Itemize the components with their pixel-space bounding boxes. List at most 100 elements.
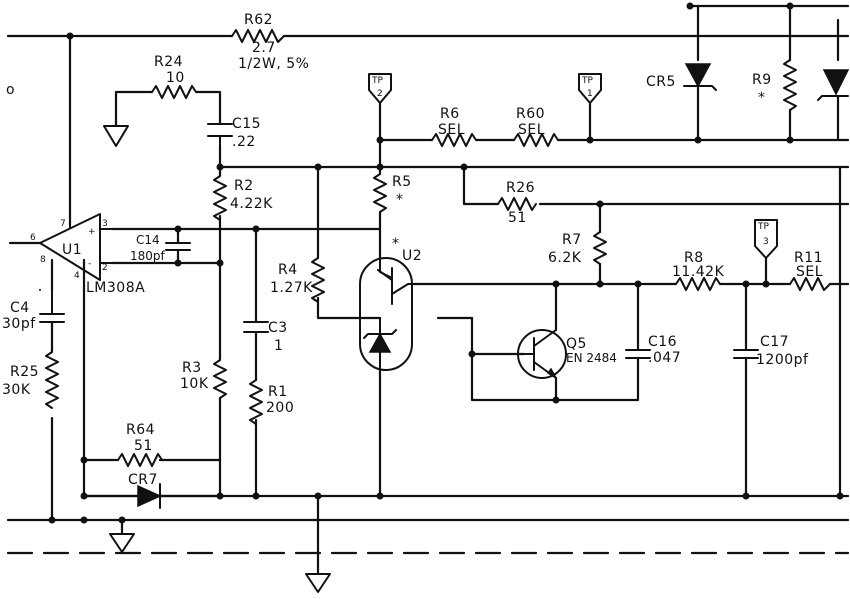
r26-ref: R26 [506,180,535,196]
r3-value: 10K [180,376,209,392]
r8-value: 11.42K [672,264,725,280]
r3-ref: R3 [182,360,202,376]
capacitor-c3 [243,321,269,333]
resistor-r8 [675,277,721,291]
testpoint-tp3 [754,219,778,259]
resistor-r3 [213,359,227,399]
r2-value: 4.22K [230,196,273,212]
r11-ref: R11 [794,250,823,266]
r64-value: 51 [134,438,153,454]
junction-dots [48,2,844,524]
r60-ref: R60 [516,106,545,122]
c3-value: 1 [274,338,283,354]
ground-bottom-center [305,573,331,593]
c15-ref: C15 [232,116,261,132]
u1-plus: + [88,227,96,237]
resistor-r5 [373,173,387,213]
labels: o R62 2.7 1/2W, 5% R24 10 C15 .22 R2 4.2… [2,12,823,488]
c3-ref: C3 [268,320,288,336]
u1-part: LM308A [86,280,145,296]
r8-ref: R8 [684,250,704,266]
c16-value: .047 [648,350,681,366]
r24-value: 10 [166,70,185,86]
resistor-r9 [783,59,797,111]
r25-value: 30K [2,382,31,398]
capacitor-c16 [625,349,651,359]
capacitor-c17 [733,349,759,359]
resistor-r26 [497,197,537,211]
ground-r24 [103,125,129,147]
c14-value: 180pf [130,249,166,263]
c15-value: .22 [232,134,256,150]
resistor-r7 [593,231,607,265]
resistor-r11 [789,277,831,291]
r9-ref: R9 [752,72,772,88]
resistor-r1 [249,379,263,425]
c4-ref: C4 [10,300,30,316]
diode-cr5 [683,63,717,91]
c17-ref: C17 [760,334,789,350]
r1-value: 200 [266,400,294,416]
cr5-ref: CR5 [646,74,676,90]
u1-minus: - [88,259,91,269]
resistor-r60 [513,133,559,147]
c14-ref: C14 [136,233,160,247]
tp3-num: 3 [763,237,769,247]
r62-value: 2.7 [252,40,276,56]
diode-cr-partial [817,69,850,101]
capacitor-c4 [39,289,65,323]
tp2-num: 2 [377,89,383,99]
u1-pin-2: 2 [102,263,108,273]
capacitor-c14 [165,242,191,251]
resistor-r24 [151,85,197,99]
r4-value: 1.27K [270,280,313,296]
r62-ref: R62 [244,12,273,28]
tp1-num: 1 [587,89,593,99]
r5-ref: R5 [392,174,412,190]
resistor-r64 [117,453,163,467]
ground-bottom-left [109,533,135,553]
r62-rating: 1/2W, 5% [238,56,309,72]
optocoupler-u2 [359,257,415,371]
r60-value: SEL [518,122,545,138]
opamp-u1 [39,213,113,281]
left-edge-fragment: o [6,82,15,98]
resistor-r2 [213,175,227,221]
q5-part: EN 2484 [566,351,617,365]
testpoint-tp1 [578,73,602,104]
r5-value: * [396,192,404,208]
u2-ref: U2 [402,248,422,264]
r1-ref: R1 [268,384,288,400]
u1-pin-6: 6 [30,233,36,243]
c16-ref: C16 [648,334,677,350]
resistor-r4 [311,257,325,303]
r25-ref: R25 [10,364,39,380]
tp3-ref: TP [757,222,769,232]
r2-ref: R2 [234,178,254,194]
u1-pin-4: 4 [74,271,80,281]
r7-value: 6.2K [548,250,582,266]
c17-value: 1200pf [756,352,809,368]
q5-ref: Q5 [566,336,587,352]
c4-value: 30pf [2,316,36,332]
u1-ref: U1 [62,242,82,258]
r26-value: 51 [508,210,527,226]
u1-pin-3: 3 [102,219,108,229]
u2-mark: * [392,236,400,252]
r4-ref: R4 [278,262,298,278]
tp1-ref: TP [581,76,593,86]
u1-pin-8: 8 [40,255,46,265]
r7-ref: R7 [562,232,582,248]
testpoint-tp2 [368,73,392,104]
u1-pin-7: 7 [60,219,66,229]
r64-ref: R64 [126,422,155,438]
diode-cr7 [137,483,162,509]
r24-ref: R24 [154,54,183,70]
transistor-q5 [517,329,567,379]
r9-value: * [758,90,766,106]
r6-ref: R6 [440,106,460,122]
r11-value: SEL [796,264,823,280]
r6-value: SEL [438,122,465,138]
resistor-r62 [231,29,285,43]
